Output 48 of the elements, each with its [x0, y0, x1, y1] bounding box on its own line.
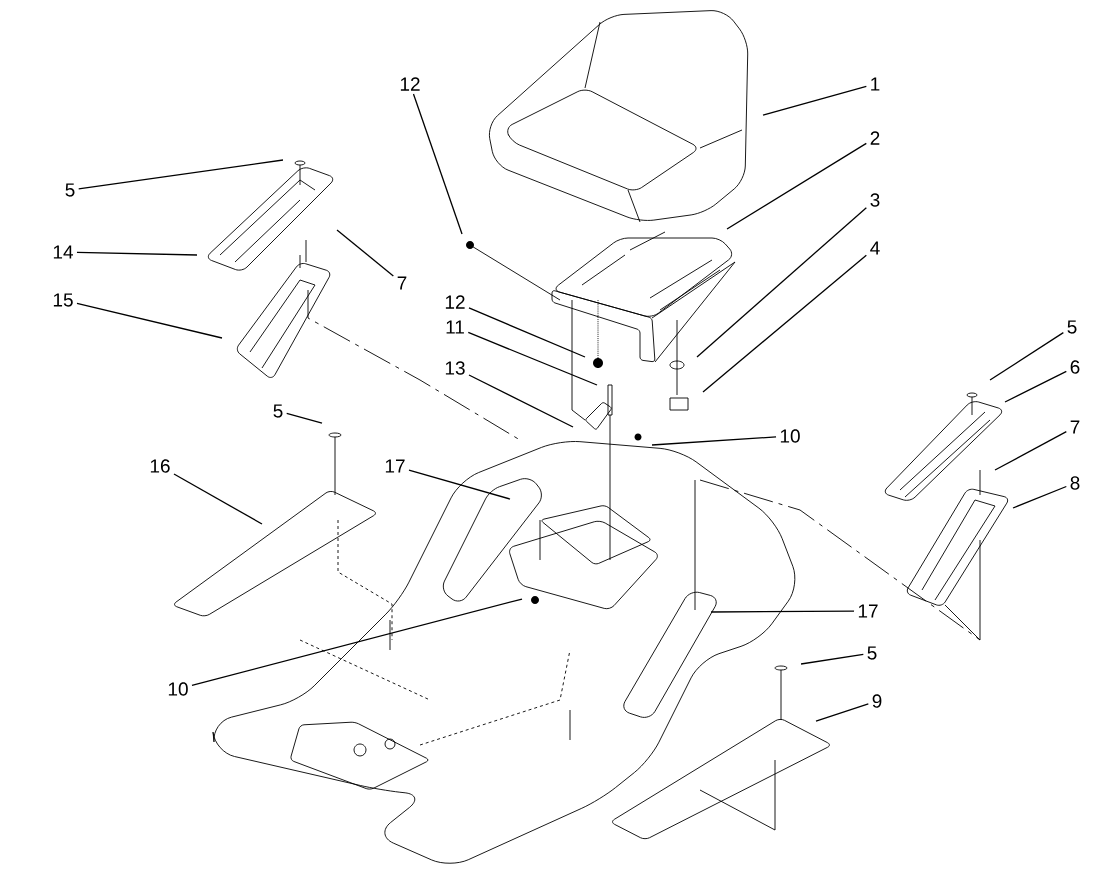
callout-number: 10 [780, 429, 800, 443]
leader-line [815, 703, 869, 722]
callout-number: 5 [867, 646, 877, 660]
leader-line [726, 142, 867, 230]
leader-line [994, 431, 1067, 471]
callout-number: 4 [870, 241, 880, 255]
callout-number: 2 [870, 131, 880, 145]
leader-line [173, 473, 263, 525]
leader-line [286, 412, 323, 424]
callout-number: 17 [385, 459, 405, 473]
callout-number: 5 [273, 404, 283, 418]
leader-line [468, 307, 586, 358]
leader-line [800, 653, 864, 665]
leader-line [989, 331, 1064, 381]
leader-line [468, 374, 574, 428]
callout-number: 3 [870, 193, 880, 207]
callout-number: 5 [65, 183, 75, 197]
callout-number: 12 [400, 77, 420, 91]
callout-number: 7 [1070, 420, 1080, 434]
callout-number: 11 [446, 320, 464, 334]
callout-number: 8 [1070, 476, 1080, 490]
callout-number: 14 [53, 245, 73, 259]
leader-line [191, 598, 523, 686]
leader-line [408, 469, 511, 500]
leader-line [78, 159, 284, 190]
leader-line [710, 610, 855, 613]
leader-line [696, 207, 867, 358]
callout-number: 15 [53, 293, 73, 307]
leader-line [76, 251, 198, 256]
leader-line [1012, 485, 1067, 509]
callout-number: 5 [1067, 320, 1077, 334]
leader-line [76, 302, 223, 339]
leader-line [651, 436, 777, 446]
callout-number: 12 [445, 295, 465, 309]
callout-number: 7 [397, 276, 407, 290]
callout-number: 6 [1070, 360, 1080, 374]
callout-number: 17 [858, 604, 878, 618]
leader-line [762, 85, 867, 116]
callout-number: 16 [150, 459, 170, 473]
leader-line [336, 229, 394, 277]
callout-number: 13 [445, 361, 465, 375]
callout-number: 9 [872, 694, 882, 708]
leader-line [1004, 370, 1067, 403]
callout-number: 1 [871, 77, 880, 91]
leader-line [702, 254, 867, 393]
leader-line [412, 93, 463, 235]
leader-line [467, 331, 598, 386]
callout-number: 10 [168, 682, 188, 696]
